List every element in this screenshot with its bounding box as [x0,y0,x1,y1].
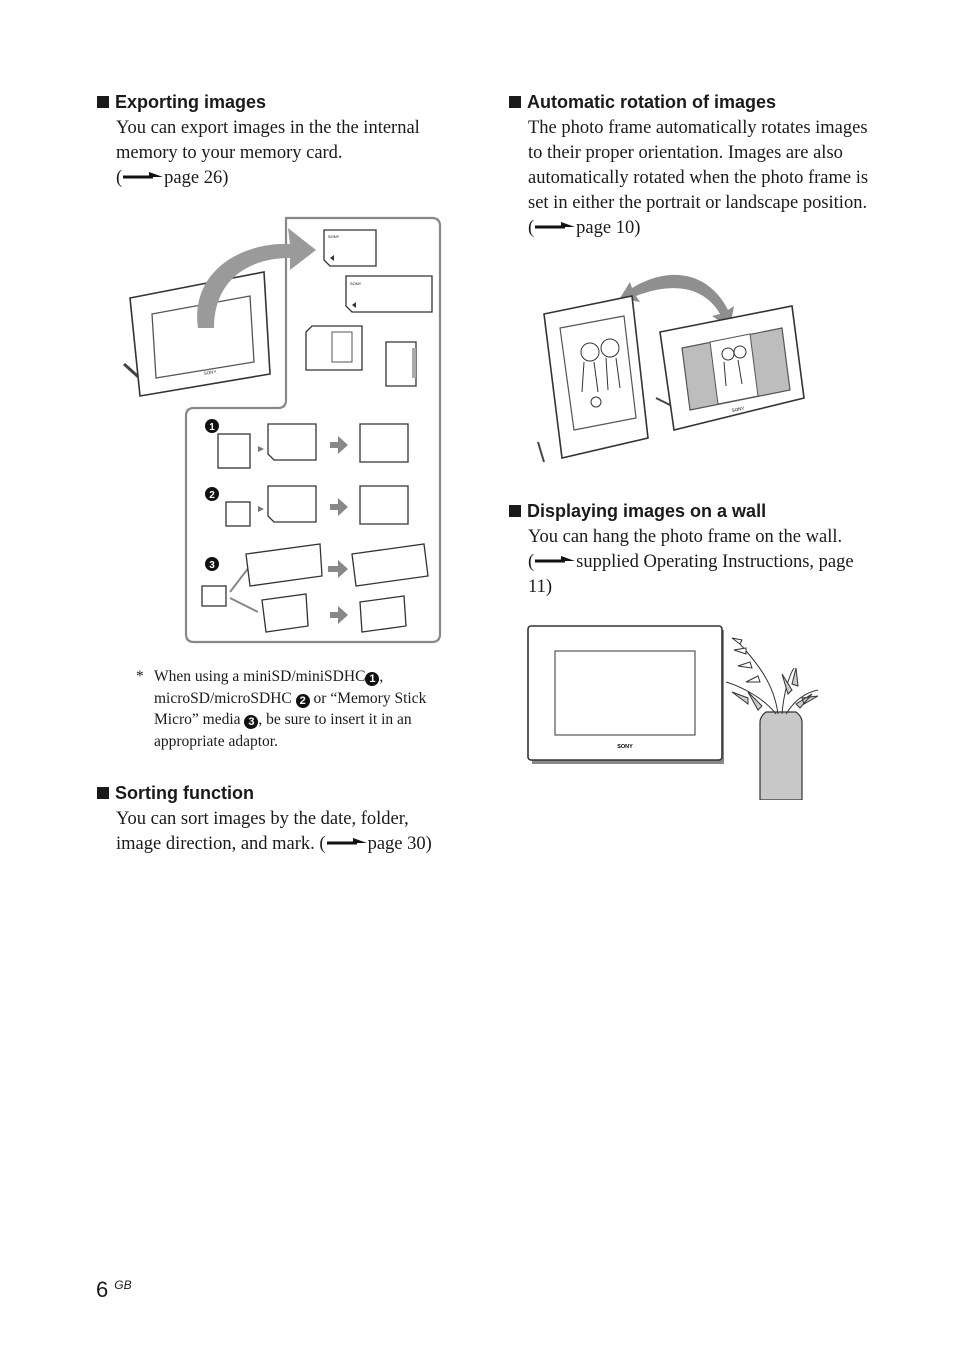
curved-arrow-icon [197,228,316,328]
square-bullet-icon [97,96,109,108]
reference-arrow-icon [535,556,576,563]
note-part: or “Memory Stick Micro” media [154,689,427,729]
page-reference: page 26) [164,168,229,188]
page-number: 6 [96,1277,109,1302]
svg-text:SONY: SONY [350,281,362,286]
numbered-circle-icon: 2 [295,693,310,708]
reference-arrow-icon [123,172,164,179]
note-part: , be sure to insert it in an appropriate… [154,711,412,750]
section-body: The photo frame automatically rotates im… [509,116,869,241]
footnote-marker: * [136,668,144,685]
heading-text: Exporting images [115,92,267,112]
ref-paren: ( [116,168,123,188]
square-bullet-icon [509,96,521,108]
section-body: You can hang the photo frame on the wall… [509,525,869,600]
svg-text:3: 3 [209,560,215,571]
section-body: You can sort images by the date, folder,… [97,807,457,857]
section-heading: Sorting function [97,782,457,804]
page-reference: page 10) [576,218,641,238]
landscape-frame: SONY [655,305,805,431]
wall-frame: SONY [527,625,724,764]
vase-with-plant [725,637,819,800]
numbered-circle-icon: 1 [365,672,380,686]
section-heading: Displaying images on a wall [509,500,869,522]
body-text: The photo frame automatically rotates im… [528,118,869,238]
memory-stick-cards: SONY SONY [305,229,433,387]
export-illustration: SONY SONY SONY 1 2 3 [122,216,442,644]
svg-text:SONY: SONY [731,406,744,413]
heading-text: Displaying images on a wall [527,501,767,521]
rotate-arrow-icon [620,274,734,328]
page-reference: page 30) [367,834,432,854]
body-text: You can sort images by the date, folder,… [116,809,409,854]
reference-arrow-icon [326,838,367,845]
portrait-frame [537,295,649,463]
heading-text: Sorting function [115,783,254,803]
svg-text:SONY: SONY [203,369,216,376]
section-exporting: Exporting images You can export images i… [97,91,457,191]
body-text: You can hang the photo frame on the wall… [528,527,843,547]
section-body: You can export images in the the interna… [97,116,457,191]
note-part: , microSD/microSDHC [154,668,384,707]
photo-frame-drawing: SONY [122,271,271,397]
reference-arrow-icon [535,222,576,229]
rotation-illustration: SONY [537,274,805,463]
svg-text:SONY: SONY [617,744,633,750]
note-part: When using a miniSD/miniSDHC [154,668,366,685]
square-bullet-icon [509,505,521,517]
section-heading: Exporting images [97,91,457,113]
numbered-circle-icon: 3 [244,715,259,729]
body-text: You can export images in the the interna… [116,118,420,163]
ref-paren: ( [528,552,535,572]
svg-text:1: 1 [209,422,215,433]
section-wall: Displaying images on a wall You can hang… [509,500,869,600]
square-bullet-icon [97,787,109,799]
heading-text: Automatic rotation of images [527,92,777,112]
svg-text:2: 2 [209,490,215,501]
wall-illustration: SONY [527,625,819,800]
svg-text:SONY: SONY [328,234,340,239]
page-footer: 6 GB [96,1277,132,1303]
page-reference: supplied Operating Instructions, page 11… [528,552,854,597]
language-code: GB [114,1278,132,1292]
section-sorting: Sorting function You can sort images by … [97,782,457,857]
section-heading: Automatic rotation of images [509,91,869,113]
section-rotation: Automatic rotation of images The photo f… [509,91,869,241]
